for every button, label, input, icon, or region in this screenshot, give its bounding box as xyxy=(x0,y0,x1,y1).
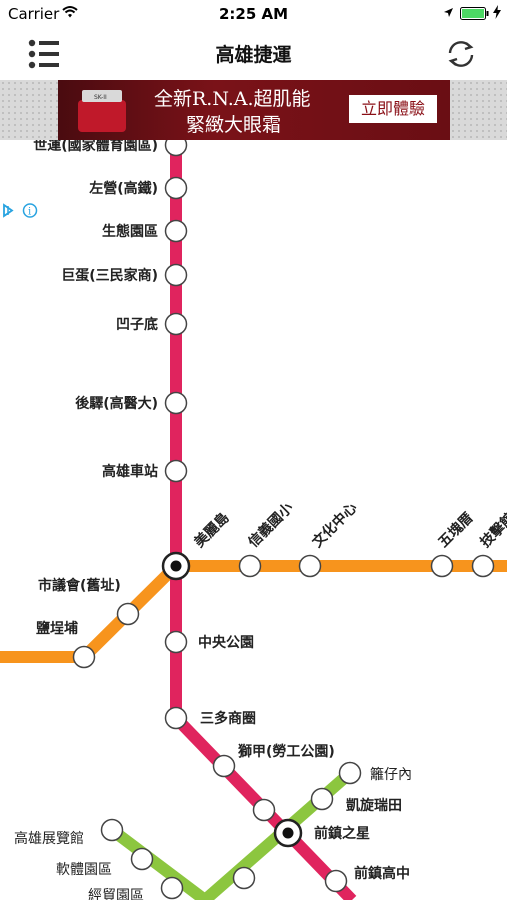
station-label[interactable]: 世運(國家體育園區) xyxy=(33,140,158,154)
adchoices-icon[interactable]: i xyxy=(0,201,42,220)
skincare-product-image: SK-II xyxy=(78,90,126,132)
metro-map[interactable]: 世運(國家體育園區) 左營(高鐵) 生態園區 巨蛋(三民家商) 凹子底 後驛(高… xyxy=(0,140,507,900)
station-label[interactable]: 三多商圈 xyxy=(200,710,256,727)
station-label[interactable]: 後驛(高醫大) xyxy=(75,395,158,412)
station-marker[interactable] xyxy=(238,554,262,578)
station-label[interactable]: 籬仔內 xyxy=(370,767,412,783)
list-icon[interactable] xyxy=(26,38,62,70)
station-marker[interactable] xyxy=(160,876,184,900)
station-label[interactable]: 生態園區 xyxy=(102,223,158,240)
station-marker[interactable] xyxy=(164,630,188,654)
station-marker[interactable] xyxy=(212,754,236,778)
carrier-label: Carrier xyxy=(8,5,60,23)
station-label[interactable]: 獅甲(勞工公園) xyxy=(237,743,335,760)
station-marker[interactable] xyxy=(164,176,188,200)
station-label[interactable]: 鹽埕埔 xyxy=(36,620,78,637)
ad-headline: 全新R.N.A.超肌能 xyxy=(154,88,311,110)
station-marker[interactable] xyxy=(164,459,188,483)
station-marker[interactable] xyxy=(252,798,276,822)
page-title: 高雄捷運 xyxy=(215,44,292,66)
wifi-icon xyxy=(62,6,78,18)
station-marker[interactable] xyxy=(298,554,322,578)
ad-cta-button[interactable]: 立即體驗 xyxy=(349,95,437,123)
station-label[interactable]: 文化中心 xyxy=(309,499,361,551)
station-marker[interactable] xyxy=(164,706,188,730)
ad-choices-badge[interactable]: i xyxy=(0,201,42,220)
station-marker[interactable] xyxy=(164,219,188,243)
station-label[interactable]: 中央公園 xyxy=(198,634,254,651)
station-label[interactable]: 左營(高鐵) xyxy=(88,180,158,197)
station-marker[interactable] xyxy=(232,866,256,890)
transfer-station-dot xyxy=(170,560,182,572)
ad-subheadline: 緊緻大眼霜 xyxy=(186,114,282,136)
station-label[interactable]: 市議會(舊址) xyxy=(38,577,121,594)
station-marker[interactable] xyxy=(130,847,154,871)
station-label[interactable]: 凱旋瑞田 xyxy=(346,797,402,814)
station-marker[interactable] xyxy=(164,391,188,415)
transfer-station-dot xyxy=(282,827,294,839)
station-marker[interactable] xyxy=(164,263,188,287)
battery-icon xyxy=(460,7,489,20)
ad-banner[interactable]: SK-II 全新R.N.A.超肌能 緊緻大眼霜 立即體驗 i xyxy=(0,80,507,220)
station-marker[interactable] xyxy=(310,787,334,811)
status-bar: Carrier 2:25 AM xyxy=(0,0,507,28)
station-marker[interactable] xyxy=(72,645,96,669)
station-marker[interactable] xyxy=(324,869,348,893)
station-label[interactable]: 巨蛋(三民家商) xyxy=(61,267,158,284)
station-label[interactable]: 高雄展覽館 xyxy=(14,830,84,847)
station-marker[interactable] xyxy=(338,761,362,785)
station-label[interactable]: 前鎮之星 xyxy=(314,825,370,842)
station-label[interactable]: 軟體園區 xyxy=(56,862,112,878)
charging-bolt-icon xyxy=(493,5,501,19)
refresh-icon[interactable] xyxy=(444,37,478,71)
location-arrow-icon xyxy=(444,8,453,17)
station-marker[interactable] xyxy=(116,602,140,626)
station-label[interactable]: 前鎮高中 xyxy=(354,865,410,882)
station-marker[interactable] xyxy=(164,312,188,336)
ad-card[interactable]: SK-II 全新R.N.A.超肌能 緊緻大眼霜 立即體驗 xyxy=(58,80,450,140)
svg-text:i: i xyxy=(28,207,31,218)
green-line xyxy=(108,825,209,900)
station-label[interactable]: 高雄車站 xyxy=(102,463,158,480)
station-label[interactable]: 經貿園區 xyxy=(88,888,144,900)
station-marker[interactable] xyxy=(100,818,124,842)
station-label[interactable]: 美麗島 xyxy=(191,509,233,551)
navigation-bar: 高雄捷運 xyxy=(0,28,507,80)
station-marker[interactable] xyxy=(164,140,188,157)
station-marker[interactable] xyxy=(471,554,495,578)
ad-product-label: SK-II xyxy=(94,94,107,101)
metro-map-svg[interactable]: 世運(國家體育園區) 左營(高鐵) 生態園區 巨蛋(三民家商) 凹子底 後驛(高… xyxy=(0,140,507,900)
station-label[interactable]: 信義國小 xyxy=(245,499,297,551)
station-label[interactable]: 凹子底 xyxy=(116,316,158,333)
station-marker[interactable] xyxy=(430,554,454,578)
station-label[interactable]: 技擊館 xyxy=(477,509,507,551)
station-label[interactable]: 五塊厝 xyxy=(435,509,477,551)
